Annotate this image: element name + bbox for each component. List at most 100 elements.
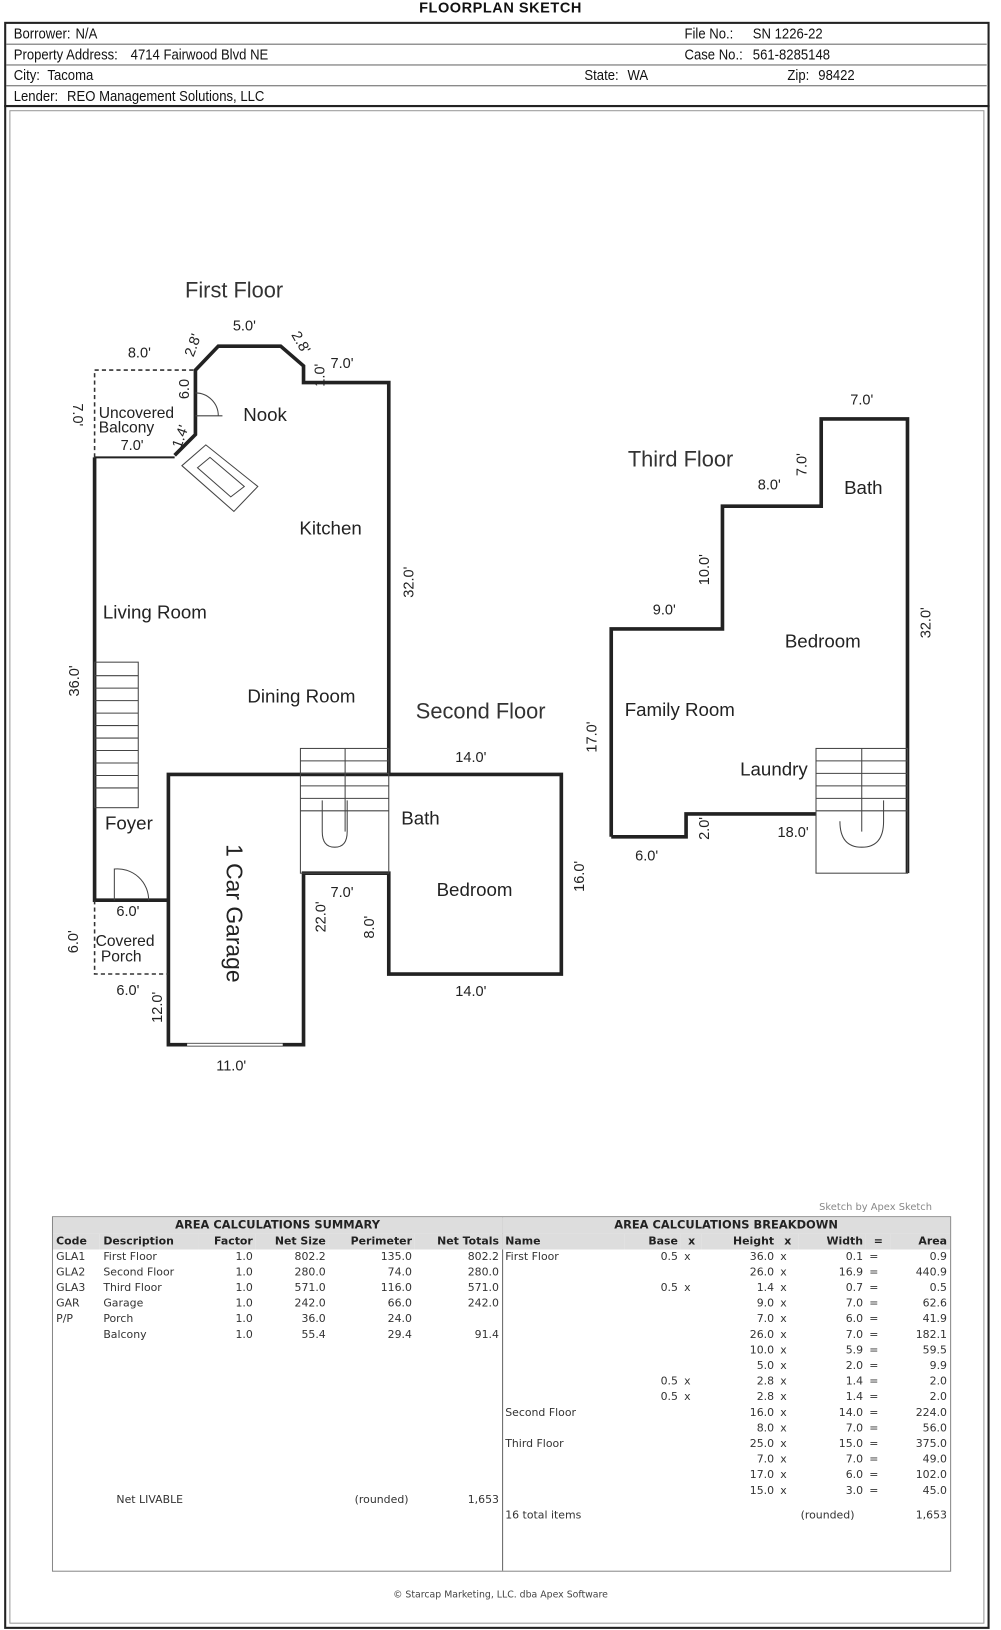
table-cell: 49.0	[922, 1453, 947, 1466]
dimension-label: 7.0'	[331, 356, 354, 372]
room-label: Kitchen	[299, 517, 361, 538]
table-cell: =	[869, 1390, 879, 1404]
dimension-label: 1.4'	[170, 423, 193, 450]
table-cell: GAR	[56, 1297, 80, 1310]
total-items-row: 16 total items(rounded)1,653	[502, 1508, 950, 1524]
table-cell: 6.0	[845, 1312, 864, 1326]
table-cell: 5.9	[845, 1344, 864, 1357]
table-cell	[624, 1421, 681, 1437]
dimension-label: 11.0'	[216, 1059, 246, 1075]
table-cell	[681, 1327, 702, 1343]
room-label: Laundry	[740, 758, 808, 779]
table-cell: 25.0	[749, 1437, 775, 1451]
net-livable-total: 1,653	[467, 1493, 499, 1507]
table-cell: GLA2	[56, 1266, 86, 1279]
dimension-label: 17.0'	[585, 721, 601, 752]
table-cell	[681, 1405, 702, 1421]
table-cell: 26.0	[749, 1266, 775, 1279]
table-cell: x	[780, 1281, 787, 1295]
dimension-label: 8.0'	[128, 346, 151, 362]
city-value: Tacoma	[47, 66, 94, 84]
table-cell: 29.4	[387, 1328, 412, 1341]
dimension-label: 14.0'	[455, 984, 486, 1000]
net-livable-label: Net LIVABLE	[116, 1493, 184, 1507]
walls	[92, 344, 910, 1047]
table-cell: First Floor	[505, 1250, 559, 1263]
col-header: Net Totals	[415, 1233, 503, 1250]
table-cell: 6.0	[845, 1468, 864, 1482]
table-cell: 45.0	[922, 1484, 947, 1497]
table-cell	[681, 1359, 702, 1375]
summary-title: AREA CALCULATIONS SUMMARY	[53, 1217, 503, 1234]
sketch-frame	[4, 104, 990, 1629]
room-label: Balcony	[99, 419, 155, 436]
table-cell: 440.9	[915, 1266, 947, 1279]
table-cell: 802.2	[467, 1250, 499, 1263]
table-cell: 55.4	[301, 1328, 326, 1341]
table-cell: 2.0	[929, 1390, 947, 1404]
room-label: Foyer	[105, 813, 153, 834]
table-cell: 2.8	[756, 1390, 775, 1404]
address-label: Property Address:	[13, 45, 118, 63]
table-cell: 1.4	[845, 1375, 864, 1388]
rounded-label: (rounded)	[800, 1509, 855, 1522]
dimension-label: 6.0	[177, 379, 193, 399]
dimension-label: 16.0'	[572, 861, 588, 892]
table-cell	[415, 1312, 502, 1328]
table-cell	[624, 1296, 681, 1312]
col-header: Factor	[198, 1233, 256, 1250]
table-cell: 9.9	[929, 1359, 947, 1373]
table-cell	[502, 1390, 624, 1406]
dimension-label: 32.0'	[402, 566, 418, 597]
table-cell: x	[780, 1312, 787, 1326]
table-cell: 5.0	[756, 1359, 775, 1373]
floor-label-first: First Floor	[185, 277, 283, 302]
table-cell: 36.0	[749, 1250, 775, 1263]
table-cell	[681, 1437, 702, 1453]
table-cell: =	[869, 1328, 879, 1341]
dimension-label: 6.0'	[635, 849, 658, 865]
table-cell: x	[780, 1375, 787, 1388]
table-cell: 1.4	[845, 1390, 864, 1404]
table-cell: 0.5	[929, 1281, 947, 1295]
floor-label-third: Third Floor	[628, 447, 733, 472]
table-cell	[681, 1343, 702, 1359]
table-cell: 7.0	[845, 1328, 864, 1341]
table-cell: 26.0	[749, 1328, 775, 1341]
table-cell: 0.5	[660, 1390, 678, 1404]
table-cell: 0.7	[845, 1281, 864, 1295]
room-labels: Uncovered Balcony Nook Kitchen Living Ro…	[96, 404, 883, 983]
net-livable-row: Net LIVABLE(rounded)1,653	[53, 1493, 502, 1509]
dimension-label: 1.0'	[312, 363, 328, 386]
table-cell: 242.0	[294, 1297, 326, 1310]
table-cell	[624, 1265, 681, 1281]
room-label: Porch	[101, 949, 142, 966]
dimension-label: 22.0'	[313, 901, 329, 932]
zip-label: Zip:	[787, 66, 810, 84]
table-cell: 571.0	[467, 1281, 499, 1295]
col-header: Width	[798, 1233, 867, 1250]
table-cell: 66.0	[387, 1297, 412, 1310]
dimension-label: 2.8'	[288, 329, 313, 357]
page-title: FLOORPLAN SKETCH	[419, 0, 582, 16]
table-cell: Third Floor	[505, 1437, 564, 1451]
table-cell	[502, 1483, 624, 1499]
table-cell: 17.0	[749, 1468, 775, 1482]
col-header: Name	[502, 1233, 625, 1250]
table-cell	[624, 1483, 681, 1499]
table-cell	[624, 1437, 681, 1453]
table-cell: 7.0	[845, 1453, 864, 1466]
